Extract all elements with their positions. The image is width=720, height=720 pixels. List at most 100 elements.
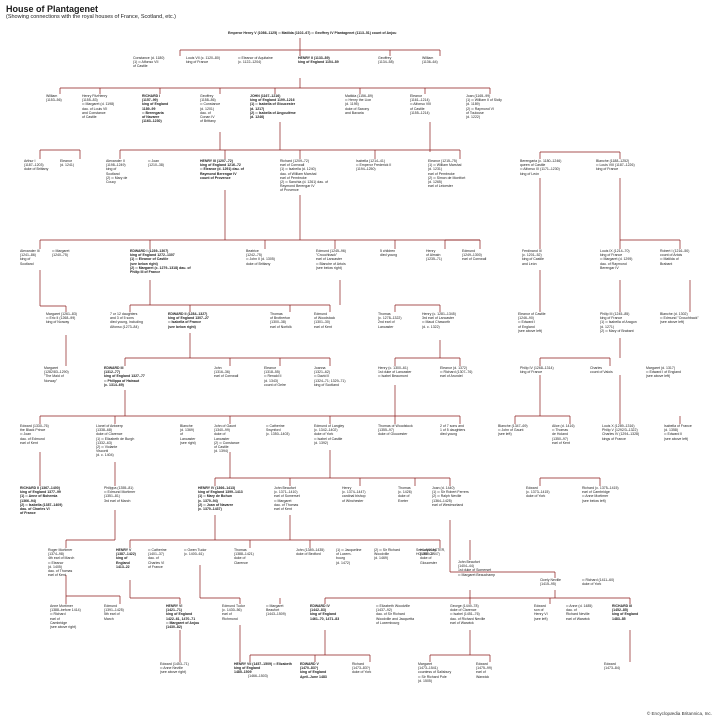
person-thomas-l: Thomas (c. 1278–1322) 2nd earl of Lancas… <box>378 312 402 329</box>
person-alex3: Alexander III (1241–86) king of Scotland <box>20 249 40 266</box>
person-blanche-a: Blanche (d. 1302) ═ Edmund "Crouchback" … <box>660 312 699 325</box>
person-lionel: Lionel of Antwerp (1338–68) duke of Clar… <box>96 424 135 458</box>
person-henry2: HENRY II (1133–89) king of England 1154–… <box>298 56 339 65</box>
person-william1: William (1136–64) <box>422 56 438 65</box>
person-edward-an: Edward (1453–71) ═ Anne Neville (see abo… <box>160 662 189 675</box>
person-thomas-w: Thomas of Woodstock (1355–97) duke of Gl… <box>378 424 413 437</box>
person-richard-y: ═ Richard (1411–60) duke of York <box>582 578 615 587</box>
person-gaunt: John of Gaunt (1340–99) duke of Lancaste… <box>214 424 240 454</box>
person-henry-bf: Henry (c. 1374–1447) cardinal bishop of … <box>342 486 366 503</box>
person-edmund-l: Edmund (1245–96) "Crouchback" earl of La… <box>316 249 346 270</box>
person-john-c: John (1316–36) earl of Cornwall <box>214 366 239 379</box>
person-swynford: ═ Catherine Swynford (c. 1350–1403) <box>266 424 290 437</box>
person-philip3: Philip III (1245–85) king of France (1) … <box>600 312 637 333</box>
person-henry5: Emperor Henry V (1086–1125) ═ Matilda (1… <box>228 31 397 35</box>
person-henry-alm: Henry of Almain (1235–71) <box>426 249 442 262</box>
person-joanna: Joanna (1321–62) ═ David II (1324–71; 13… <box>314 366 346 387</box>
person-beatrice: Beatrice (1242–75) ═ John II (d. 1305) d… <box>246 249 275 266</box>
person-isabella-emp: Isabella (1214–41) ═ Emperor Frederick I… <box>356 159 392 172</box>
person-eleanor-b: Eleanor (d. 1241) <box>60 159 75 168</box>
person-richard-wood: (2) ═ Sir Richard Woodville (d. 1469) <box>374 548 401 561</box>
person-edmund-w: Edmund of Woodstock (1301–30) earl of Ke… <box>314 312 336 329</box>
person-geoffrey1: Geoffrey (1134–58) <box>378 56 394 65</box>
person-thomas-b: Thomas of Brotherton (1300–38) earl of N… <box>270 312 292 329</box>
person-edward-wk: Edward (1475–99) earl of Warwick <box>476 662 492 679</box>
person-margaret-bf: ═ Margaret Beaufort (1443–1509) <box>266 604 286 617</box>
person-joan-bf: Joan (d. 1440) (1) ═ Sir Robert Ferrers … <box>432 486 469 507</box>
person-louis7: Louis VII (c. 1120–80) king of France <box>186 56 220 65</box>
person-george: George (1449–78) duke of Clarence ═ Isab… <box>450 604 486 625</box>
person-philippa: Philippa (1355–81) ═ Edmund Mortimer (13… <box>104 486 136 503</box>
person-henry4: HENRY IV (1366–1413) king of England 139… <box>198 486 243 512</box>
person-edward-m: Edward (1473–84) <box>604 662 620 671</box>
person-eleanor2: Eleanor (1161–1214) ═ Alfonso VIII of Ca… <box>410 94 432 115</box>
person-ferdinand3: Ferdinand III (c. 1201–52) king of Casti… <box>522 249 544 266</box>
person-william2: William (1153–56) <box>46 94 62 103</box>
person-edmund-c: Edmund (1249–1300) earl of Cornwall <box>462 249 487 262</box>
person-henry-gr: Henry (c. 1300–61) 1st duke of Lancaster… <box>378 366 412 379</box>
person-richard3: RICHARD III (1452–85) king of England 14… <box>612 604 639 621</box>
person-thomas-cl: Thomas (1388–1421) duke of Clarence <box>234 548 254 565</box>
person-edward4: EDWARD IV (1442–83) king of England 1461… <box>310 604 340 621</box>
person-henry5b: HENRY V (1387–1422) king of England 1413… <box>116 548 136 569</box>
person-edmund-t: Edmund Tudor (c. 1430–56) earl of Richmo… <box>222 604 245 621</box>
person-eleanor-aq: ═ Eleanor of Aquitaine (c. 1122–1204) <box>238 56 273 65</box>
person-edward1: EDWARD I (1239–1307) king of England 127… <box>130 249 191 275</box>
person-isabella-f: Isabella of France (d. 1358) ═ Edward II… <box>664 424 692 441</box>
person-edmund-y: Edmund of Langley (c. 1342–1402) duke of… <box>314 424 345 445</box>
person-elizabeth-y: (1466–1503) <box>248 674 268 678</box>
person-edward5: EDWARD V (1470–83?) king of England Apri… <box>300 662 327 679</box>
person-philip4: Philip IV (1268–1314) king of France <box>520 366 554 375</box>
person-edward3: EDWARD III (1312–77) king of England 132… <box>104 366 145 387</box>
person-edward-y: Edward (c. 1373–1415) duke of York <box>526 486 550 499</box>
person-edmund-m: Edmund (1391–1425) 5th earl of March <box>104 604 124 621</box>
person-jacqueline: (1) ═ Jacqueline of Luxem- bourg (d. 147… <box>336 548 362 565</box>
person-john-bf2: John Beaufort (1404–44) 1st duke of Some… <box>458 560 496 577</box>
person-cicely: Cicely Neville (1415–95) <box>540 578 562 587</box>
person-eleanor-g: Eleanor (1318–55) ═ Renald II (d. 1343) … <box>264 366 286 387</box>
person-richard-c: Richard (c. 1375–1415) earl of Cambridge… <box>582 486 619 503</box>
person-richard1: RICHARD I (1157–99) king of England 1189… <box>142 94 169 124</box>
person-owen: ═ Owen Tudor (c. 1400–61) <box>184 548 207 557</box>
person-anne-m: Anne Mortimer (1388–before 1414) ═ Richa… <box>50 604 81 630</box>
person-sons7: 2 of 7 sons and 1 of 5 daughters died yo… <box>440 424 466 437</box>
person-louis-x: Louis X (1289–1316) Philip V (1292/3–132… <box>602 424 640 441</box>
person-eleanor-l: Eleanor (d. 1372) ═ Richard (1307–76) ea… <box>440 366 473 379</box>
person-maid: Margaret (1282/83–1290) "The Maid of Nor… <box>44 366 69 383</box>
person-daughters: 7 or 12 daughters and 3 of 5 sons died y… <box>110 312 143 329</box>
chart-subtitle: (Showing connections with the royal hous… <box>6 14 176 20</box>
person-robert-art: Robert I (1216–50) count of Artois ═ Mat… <box>660 249 690 266</box>
person-fivechild: 5 children died young <box>380 249 398 258</box>
person-blanche-c: Blanche (1188–1252) ═ Louis VIII (1187–1… <box>596 159 635 172</box>
person-geoffrey2: Geoffrey (1158–86) ═ Constance (d. 1201)… <box>200 94 221 124</box>
person-henry3: HENRY III (1207–72) king of England 1216… <box>200 159 244 180</box>
person-matilda2: Matilda (1156–89) ═ Henry the Lion (d. 1… <box>345 94 373 115</box>
person-elizabeth-w: ═ Elizabeth Woodville (1437–92) dau. of … <box>376 604 415 625</box>
person-roger: Roger Mortimer (1374–98) 4th earl of Mar… <box>48 548 75 578</box>
person-edward-n: Edward son of Henry VI (see left) <box>534 604 548 621</box>
person-constance: Constance (d. 1180) (1) ═ Alfonso VII of… <box>133 56 165 69</box>
person-margaret-pole: Margaret (1473–1541) countess of Salisbu… <box>418 662 452 683</box>
person-anne-n: ═ Anne (d. 1485) dau. of Richard Neville… <box>566 604 593 621</box>
credit-note: © Encyclopædia Britannica, Inc. <box>646 711 712 716</box>
person-joan2: ═ Joan (1210–38) <box>148 159 164 168</box>
person-catherine-v: ═ Catherine (1401–37) dau. of Charles VI… <box>148 548 167 569</box>
person-humphrey: Humphrey (1390–1447) duke of Gloucester <box>420 548 440 565</box>
person-richard-s: Richard (1473–83?) duke of York <box>352 662 372 675</box>
person-joan1: Joan (1165–99) (1) ═ William II of Sicil… <box>466 94 502 120</box>
person-see-lanc: See LANCASTER, HOUSE OF <box>416 548 446 557</box>
person-richard-corn: Richard (1209–72) earl of Cornwall (1) ═… <box>280 159 329 193</box>
person-margaret-s: Margaret (1261–83) ═ Eric II (1268–99) k… <box>46 312 77 325</box>
person-henry-l: Henry (c. 1281–1345) 3rd earl of Lancast… <box>422 312 456 329</box>
person-louis9: Louis IX (1214–70) king of France ═ Marg… <box>600 249 633 270</box>
person-john-bed: John (1389–1435) duke of Bedford <box>296 548 325 557</box>
person-john: JOHN (1167–1216) king of England 1199–12… <box>250 94 296 120</box>
person-thomas-bf: Thomas (c. 1426) duke of Exeter <box>398 486 412 503</box>
person-richard2: RICHARD II (1367–1400) king of England 1… <box>20 486 63 516</box>
person-henry7: HENRY VII (1457–1509) ═ Elizabeth king o… <box>234 662 292 675</box>
person-margaret-e: Margaret (d. 1317) ═ Edward I of England… <box>646 366 681 379</box>
person-edward2: EDWARD II (1284–1327) king of England 13… <box>168 312 209 329</box>
person-margaret1: ═ Margaret (1240–75) <box>52 249 70 258</box>
person-arthur: Arthur I (1187–1203) duke of Brittany <box>24 159 49 172</box>
